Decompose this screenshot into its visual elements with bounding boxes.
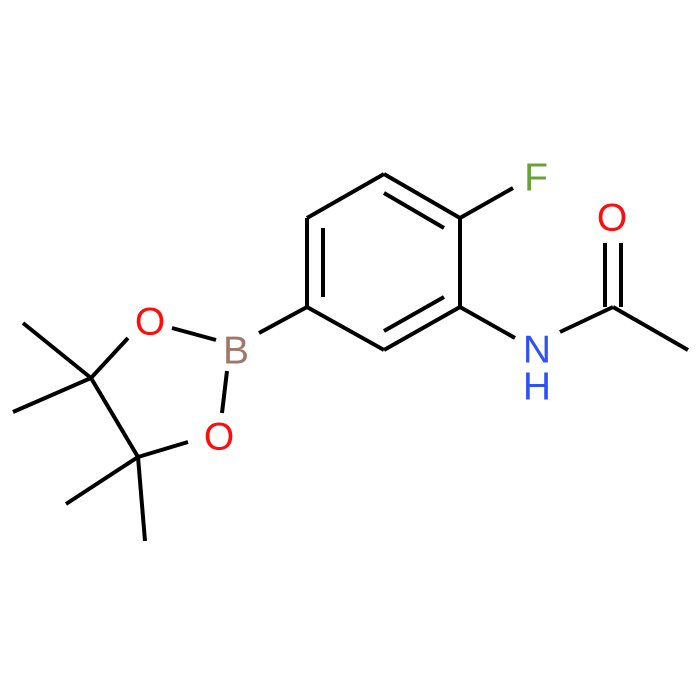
bond-methyl-lower-2: [136, 456, 147, 542]
bond-carbonyl-methyl: [612, 305, 689, 352]
bond-ring-top-left: [306, 172, 385, 220]
bond-ring-boron: [258, 305, 308, 335]
atom-label-fluorine: F: [524, 157, 548, 200]
bond-boron-oxygen-upper: [171, 326, 217, 342]
bond-ring-inner-top: [382, 191, 446, 230]
atom-label-oxygen-carbonyl: O: [597, 197, 627, 240]
bond-ring-bottom-left: [306, 305, 385, 352]
bond-methyl-lower-1: [64, 455, 140, 506]
bond-methyl-upper-2: [12, 376, 92, 414]
atom-label-boron: B: [223, 330, 249, 373]
bond-ring-inner-bottom: [383, 295, 445, 333]
bond-oxygen-upper-carbon: [89, 336, 130, 380]
atom-label-oxygen-lower: O: [204, 416, 234, 459]
dioxaborolane-ring: [89, 326, 229, 459]
bond-boron-oxygen-lower: [220, 370, 229, 414]
bond-methyl-upper-1: [21, 321, 93, 380]
bond-ring-nitrogen: [459, 305, 516, 340]
bond-ring-fluorine: [459, 186, 514, 220]
atom-label-amide-hydrogen: H: [523, 366, 551, 409]
bond-ring-top-right: [382, 172, 462, 220]
atom-label-oxygen-upper: O: [135, 301, 165, 344]
benzene-ring: [305, 172, 462, 352]
bond-oxygen-lower-carbon: [137, 440, 189, 459]
bond-carbon-carbon: [89, 376, 140, 459]
atom-label-nitrogen: N: [523, 329, 551, 372]
bond-ring-bottom-right: [383, 305, 461, 352]
bond-nitrogen-carbonyl: [559, 305, 614, 334]
